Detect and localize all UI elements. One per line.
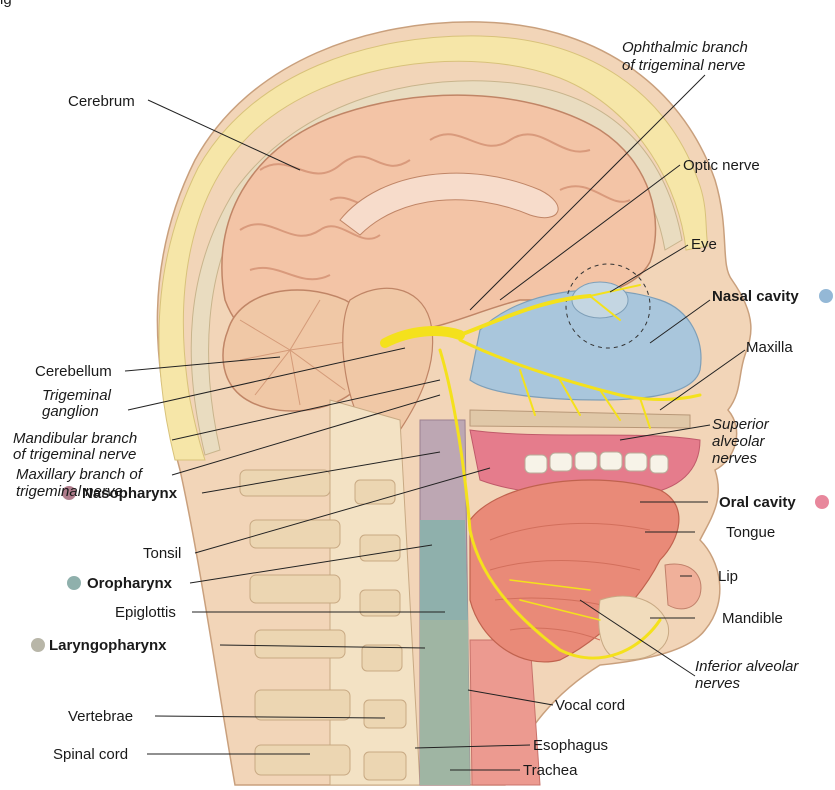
nasal-cavity-dot bbox=[819, 289, 833, 303]
laryngopharynx-region bbox=[420, 620, 470, 785]
label-cerebellum: Cerebellum bbox=[35, 363, 112, 380]
label-vocal-cord: Vocal cord bbox=[555, 697, 625, 714]
oral-cavity-dot bbox=[815, 495, 829, 509]
label-maxilla: Maxilla bbox=[746, 339, 793, 356]
label-superior-alveolar-2: alveolar bbox=[712, 433, 766, 450]
label-mandibular-branch-2: of trigeminal nerve bbox=[13, 446, 136, 463]
label-mandibular-branch: Mandibular branch bbox=[13, 430, 137, 447]
label-cerebrum: Cerebrum bbox=[68, 93, 135, 110]
label-ophthalmic-branch: Ophthalmic branch bbox=[622, 39, 748, 56]
oropharynx-region bbox=[420, 520, 468, 620]
label-optic-nerve: Optic nerve bbox=[683, 157, 760, 174]
label-mandible: Mandible bbox=[722, 610, 783, 627]
oropharynx-dot bbox=[67, 576, 81, 590]
label-tonsil: Tonsil bbox=[143, 545, 181, 562]
label-trigeminal-ganglion: Trigeminal bbox=[42, 387, 112, 404]
label-nasopharynx: Nasopharynx bbox=[82, 485, 178, 502]
label-superior-alveolar-3: nerves bbox=[712, 450, 758, 467]
label-inferior-alveolar: Inferior alveolar bbox=[695, 658, 799, 675]
label-spinal-cord: Spinal cord bbox=[53, 746, 128, 763]
label-epiglottis: Epiglottis bbox=[115, 604, 176, 621]
label-trachea: Trachea bbox=[523, 762, 578, 779]
label-lip: Lip bbox=[718, 568, 738, 585]
top-caption: ig bbox=[0, 0, 12, 8]
label-oral-cavity: Oral cavity bbox=[719, 494, 796, 511]
label-vertebrae: Vertebrae bbox=[68, 708, 133, 725]
label-maxillary-branch: Maxillary branch of bbox=[16, 466, 144, 483]
label-oropharynx: Oropharynx bbox=[87, 575, 173, 592]
label-esophagus: Esophagus bbox=[533, 737, 608, 754]
label-tongue: Tongue bbox=[726, 524, 775, 541]
label-laryngopharynx: Laryngopharynx bbox=[49, 637, 167, 654]
label-inferior-alveolar-2: nerves bbox=[695, 675, 741, 692]
label-nasal-cavity: Nasal cavity bbox=[712, 288, 799, 305]
label-ophthalmic-branch-2: of trigeminal nerve bbox=[622, 57, 745, 74]
label-eye: Eye bbox=[691, 236, 717, 253]
label-trigeminal-ganglion-2: ganglion bbox=[42, 403, 99, 420]
eye-shape bbox=[572, 282, 628, 318]
label-superior-alveolar: Superior bbox=[712, 416, 770, 433]
laryngopharynx-dot bbox=[31, 638, 45, 652]
